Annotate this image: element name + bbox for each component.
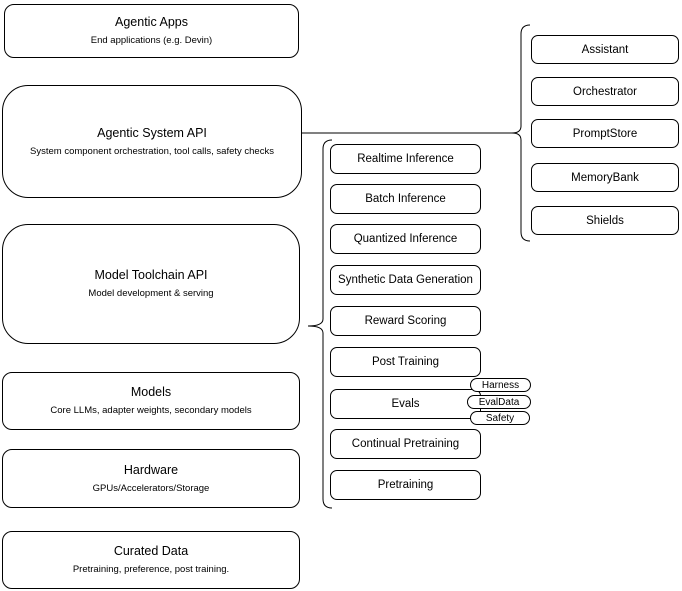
pill-label: Safety — [485, 412, 515, 424]
pill-safety: Safety — [470, 411, 530, 425]
pill-label: EvalData — [478, 396, 520, 408]
node-title: Model Toolchain API — [94, 268, 208, 282]
node-subtitle: System component orchestration, tool cal… — [30, 145, 274, 157]
node-post-training: Post Training — [330, 347, 481, 377]
system-components-brace — [511, 24, 531, 242]
node-shields: Shields — [531, 206, 679, 235]
node-label: Synthetic Data Generation — [338, 274, 473, 286]
node-title: Agentic System API — [97, 125, 207, 140]
node-label: Assistant — [581, 43, 629, 56]
node-label: Shields — [586, 214, 624, 227]
node-realtime-inference: Realtime Inference — [330, 144, 481, 174]
node-label: Pretraining — [377, 479, 434, 491]
node-label: Batch Inference — [365, 193, 446, 205]
pill-evaldata: EvalData — [467, 395, 531, 409]
node-promptstore: PromptStore — [531, 119, 679, 148]
node-memorybank: MemoryBank — [531, 163, 679, 192]
node-label: Reward Scoring — [364, 315, 447, 327]
pill-harness: Harness — [470, 378, 531, 392]
node-agentic-system-api: Agentic System API System component orch… — [2, 85, 302, 198]
node-subtitle: Model development & serving — [88, 288, 214, 299]
node-assistant: Assistant — [531, 35, 679, 64]
node-orchestrator: Orchestrator — [531, 77, 679, 106]
node-pretraining: Pretraining — [330, 470, 481, 500]
node-subtitle: Core LLMs, adapter weights, secondary mo… — [50, 405, 252, 416]
node-evals: Evals — [330, 389, 481, 419]
node-label: Quantized Inference — [353, 233, 458, 245]
node-models: Models Core LLMs, adapter weights, secon… — [2, 372, 300, 430]
node-model-toolchain-api: Model Toolchain API Model development & … — [2, 224, 300, 344]
node-label: Post Training — [371, 356, 440, 368]
node-hardware: Hardware GPUs/Accelerators/Storage — [2, 449, 300, 508]
node-label: Realtime Inference — [357, 153, 454, 165]
node-agentic-apps: Agentic Apps End applications (e.g. Devi… — [4, 4, 299, 58]
node-label: Evals — [391, 398, 420, 410]
node-batch-inference: Batch Inference — [330, 184, 481, 214]
toolchain-capabilities-brace — [307, 139, 333, 509]
node-quantized-inference: Quantized Inference — [330, 224, 481, 254]
node-label: Orchestrator — [573, 85, 637, 98]
node-subtitle: End applications (e.g. Devin) — [90, 35, 213, 46]
node-subtitle: GPUs/Accelerators/Storage — [92, 482, 210, 494]
node-label: Continual Pretraining — [351, 438, 460, 450]
node-synthetic-data-generation: Synthetic Data Generation — [330, 265, 481, 295]
node-curated-data: Curated Data Pretraining, preference, po… — [2, 531, 300, 589]
node-title: Agentic Apps — [115, 15, 188, 29]
node-label: MemoryBank — [571, 171, 639, 184]
node-title: Hardware — [123, 462, 179, 477]
node-continual-pretraining: Continual Pretraining — [330, 429, 481, 459]
pill-label: Harness — [481, 379, 520, 391]
node-title: Curated Data — [113, 544, 189, 558]
node-title: Models — [130, 385, 172, 399]
node-subtitle: Pretraining, preference, post training. — [72, 564, 230, 575]
node-reward-scoring: Reward Scoring — [330, 306, 481, 336]
node-label: PromptStore — [572, 127, 638, 140]
